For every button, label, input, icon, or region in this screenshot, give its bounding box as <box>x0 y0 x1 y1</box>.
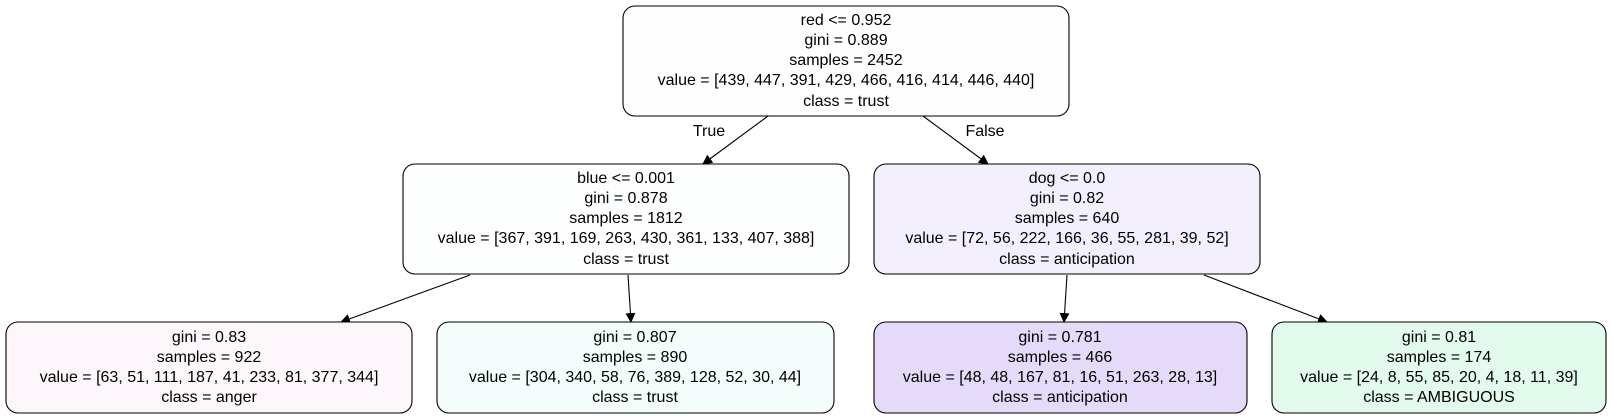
samples-text: samples = 466 <box>1008 349 1113 366</box>
tree-node-root: red <= 0.952 gini = 0.889 samples = 2452… <box>622 5 1070 117</box>
edge-label-false: False <box>965 123 1004 140</box>
value-text: value = [48, 48, 167, 81, 16, 51, 263, 2… <box>903 369 1217 386</box>
node-box <box>873 321 1248 414</box>
gini-text: gini = 0.781 <box>1018 329 1101 346</box>
node-box <box>1271 321 1607 414</box>
edge-right-to-leaf3 <box>1059 274 1070 323</box>
edge-left-to-leaf1 <box>340 274 471 324</box>
samples-text: samples = 2452 <box>789 52 903 69</box>
edge-left-to-leaf2 <box>625 274 636 323</box>
node-box <box>436 321 835 414</box>
edge-root-to-right <box>922 115 989 165</box>
split-condition: red <= 0.952 <box>801 12 892 29</box>
gini-text: gini = 0.878 <box>584 190 667 207</box>
split-condition: blue <= 0.001 <box>577 170 675 187</box>
class-text: class = trust <box>803 93 889 110</box>
class-text: class = anticipation <box>992 389 1128 406</box>
value-text: value = [367, 391, 169, 263, 430, 361, 1… <box>438 230 815 247</box>
tree-node-leaf4: gini = 0.81 samples = 174 value = [24, 8… <box>1271 321 1607 414</box>
class-text: class = anticipation <box>999 251 1135 268</box>
node-box <box>402 163 850 275</box>
value-text: value = [304, 340, 58, 76, 389, 128, 52,… <box>469 369 801 386</box>
value-text: value = [24, 8, 55, 85, 20, 4, 18, 11, 3… <box>1300 369 1578 386</box>
tree-node-leaf1: gini = 0.83 samples = 922 value = [63, 5… <box>5 321 413 414</box>
gini-text: gini = 0.807 <box>593 329 676 346</box>
value-text: value = [72, 56, 222, 166, 36, 55, 281, … <box>905 230 1228 247</box>
gini-text: gini = 0.83 <box>172 329 246 346</box>
value-text: value = [63, 51, 111, 187, 41, 233, 81, … <box>40 369 379 386</box>
class-text: class = trust <box>583 251 669 268</box>
samples-text: samples = 1812 <box>569 210 683 227</box>
value-text: value = [439, 447, 391, 429, 466, 416, 4… <box>658 72 1035 89</box>
class-text: class = trust <box>592 389 678 406</box>
tree-node-right: dog <= 0.0 gini = 0.82 samples = 640 val… <box>873 163 1261 275</box>
tree-node-leaf2: gini = 0.807 samples = 890 value = [304,… <box>436 321 835 414</box>
class-text: class = anger <box>161 389 257 406</box>
node-box <box>873 163 1261 275</box>
gini-text: gini = 0.889 <box>804 32 887 49</box>
edge-root-to-left <box>702 115 769 165</box>
node-box <box>622 5 1070 117</box>
edges: True False <box>340 115 1328 324</box>
tree-node-leaf3: gini = 0.781 samples = 466 value = [48, … <box>873 321 1248 414</box>
edge-right-to-leaf4 <box>1203 274 1328 324</box>
tree-node-left: blue <= 0.001 gini = 0.878 samples = 181… <box>402 163 850 275</box>
samples-text: samples = 922 <box>157 349 262 366</box>
class-text: class = AMBIGUOUS <box>1363 389 1515 406</box>
samples-text: samples = 174 <box>1387 349 1492 366</box>
samples-text: samples = 890 <box>583 349 688 366</box>
node-box <box>5 321 413 414</box>
split-condition: dog <= 0.0 <box>1029 170 1106 187</box>
edge-label-true: True <box>693 123 725 140</box>
gini-text: gini = 0.82 <box>1030 190 1104 207</box>
gini-text: gini = 0.81 <box>1402 329 1476 346</box>
samples-text: samples = 640 <box>1015 210 1120 227</box>
